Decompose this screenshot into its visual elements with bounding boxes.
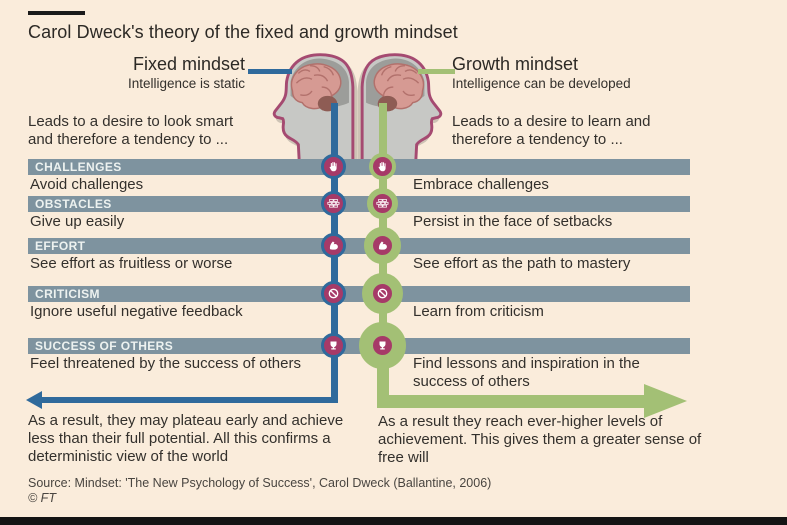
growth-behavior-criticism: Learn from criticism (413, 303, 544, 320)
trophy-icon (359, 322, 406, 369)
fixed-behavior-criticism: Ignore useful negative feedback (30, 303, 243, 320)
category-bar-criticism: CRITICISM (28, 286, 690, 302)
growth-mindset-heading: Growth mindset (452, 54, 579, 74)
fixed-behavior-challenges: Avoid challenges (30, 176, 144, 193)
fixed-arrowhead-icon (26, 391, 42, 409)
copyright-notice: © FT (28, 491, 56, 505)
page-title: Carol Dweck's theory of the fixed and gr… (28, 22, 458, 42)
top-rule (28, 11, 85, 15)
growth-label-connector-line (418, 69, 455, 74)
no-entry-icon (321, 281, 346, 306)
fixed-behavior-success-of-others: Feel threatened by the success of others (30, 355, 301, 372)
growth-flow-line-horizontal (377, 395, 645, 408)
growth-mindset-label: Growth mindset Intelligence can be devel… (452, 54, 682, 91)
category-label: SUCCESS OF OTHERS (35, 339, 174, 353)
growth-behavior-effort: See effort as the path to mastery (413, 255, 631, 272)
fixed-lead-text: Leads to a desire to look smart and ther… (28, 113, 234, 148)
growth-lead-text: Leads to a desire to learn and therefore… (452, 113, 651, 148)
fixed-behavior-obstacles: Give up easily (30, 213, 125, 230)
growth-behavior-success-of-others: Find lessons and inspiration in the succ… (413, 355, 640, 390)
brick-wall-icon (321, 191, 346, 216)
hand-icon (369, 153, 396, 180)
trophy-icon (321, 333, 346, 358)
category-bar-obstacles: OBSTACLES (28, 196, 690, 212)
fixed-behavior-effort: See effort as fruitless or worse (30, 255, 233, 272)
fixed-result-text: As a result, they may plateau early and … (28, 412, 344, 465)
no-entry-icon (362, 273, 403, 314)
growth-result-text: As a result they reach ever-higher level… (378, 413, 702, 466)
flexed-arm-icon (364, 227, 401, 264)
category-bar-effort: EFFORT (28, 238, 690, 254)
fixed-flow-line-horizontal (40, 397, 337, 403)
growth-flow-line (379, 103, 387, 348)
category-label: CRITICISM (35, 287, 100, 301)
growth-behavior-challenges: Embrace challenges (413, 176, 549, 193)
brick-wall-icon (367, 188, 398, 219)
bottom-rule (0, 517, 787, 525)
flexed-arm-icon (321, 233, 346, 258)
source-citation: Source: Mindset: 'The New Psychology of … (28, 476, 492, 490)
category-bar-challenges: CHALLENGES (28, 159, 690, 175)
fixed-mindset-heading: Fixed mindset (132, 54, 245, 74)
growth-behavior-obstacles: Persist in the face of setbacks (413, 213, 613, 230)
growth-arrowhead-icon (644, 384, 687, 418)
category-label: EFFORT (35, 239, 86, 253)
category-label: OBSTACLES (35, 197, 112, 211)
growth-mindset-subheading: Intelligence can be developed (452, 76, 631, 91)
fixed-label-connector-line (248, 69, 292, 74)
fixed-mindset-subheading: Intelligence is static (127, 76, 245, 91)
category-label: CHALLENGES (35, 160, 122, 174)
fixed-mindset-label: Fixed mindset Intelligence is static (60, 54, 245, 91)
hand-icon (321, 154, 346, 179)
